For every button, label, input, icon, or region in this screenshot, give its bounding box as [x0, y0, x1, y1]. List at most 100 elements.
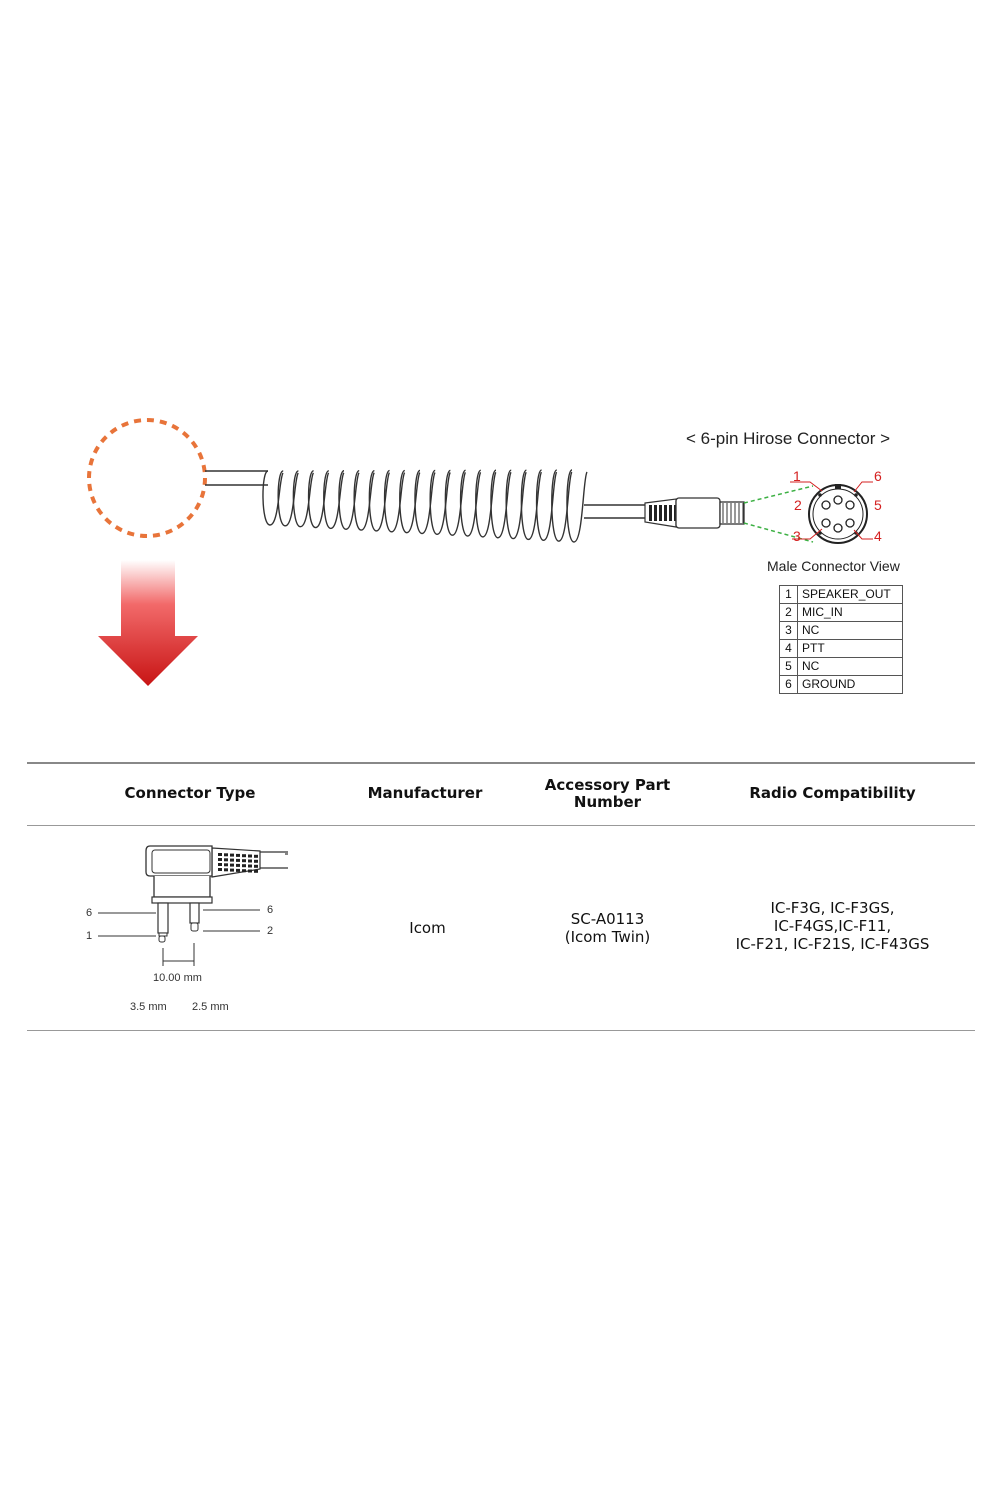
coil-loop [262, 470, 284, 526]
grip-dot [242, 854, 246, 858]
grip-dot [224, 853, 228, 857]
icom-twin-plug-drawing: 6 1 6 2 10.00 mm 3.5 mm 2.5 mm [86, 845, 288, 1013]
grip-dot [236, 858, 240, 862]
radio-line: IC-F21, IC-F21S, IC-F43GS [735, 935, 930, 953]
pinout-signal: NC [797, 621, 903, 640]
pin-label-1: 1 [793, 468, 801, 484]
header-connector-type: Connector Type [124, 784, 256, 802]
grip-dot [248, 854, 252, 858]
pinout-signal: SPEAKER_OUT [797, 585, 903, 604]
grip-dot [248, 869, 252, 873]
coiled-cable [262, 469, 588, 543]
grip-dot [224, 863, 228, 867]
coil-loop [277, 470, 299, 527]
highlight-circle-icon [87, 418, 207, 538]
coil-loop [490, 469, 512, 539]
pinout-pin: 3 [779, 621, 798, 640]
header-manufacturer: Manufacturer [367, 784, 483, 802]
relief-rib [659, 505, 662, 521]
pin-label-3: 3 [793, 528, 801, 544]
strain-relief [644, 498, 677, 528]
grip-dot [230, 858, 234, 862]
grip-dot [236, 853, 240, 857]
pinout-pin: 2 [779, 603, 798, 622]
grip-dot [218, 858, 222, 861]
relief-rib [664, 505, 667, 521]
pin-label-4: 4 [874, 528, 882, 544]
grip-dot [218, 853, 222, 856]
coil-loop [566, 469, 588, 543]
table-top-rule [27, 762, 975, 764]
coil-loop [551, 469, 573, 542]
coil-loop [307, 470, 330, 529]
grip-dot [242, 859, 246, 863]
pin-label-6: 6 [874, 468, 882, 484]
cell-radio-compatibility: IC-F3G, IC-F3GS, IC-F4GS,IC-F11, IC-F21,… [700, 899, 965, 953]
relief-rib [649, 505, 652, 521]
pinout-signal: PTT [797, 639, 903, 658]
pin-leader-lines [790, 481, 873, 540]
plug-spacing-label: 10.00 mm [153, 972, 202, 984]
coil-loop [368, 469, 391, 532]
coil-loop [505, 469, 527, 540]
pinout-signal: GROUND [797, 675, 903, 694]
cell-part-number: SC-A0113 (Icom Twin) [520, 910, 695, 946]
grip-dot [230, 853, 234, 857]
coil-loop [323, 470, 345, 530]
guide-lines [743, 485, 814, 543]
coil-loop [383, 469, 406, 533]
plug-diameter-small: 2.5 mm [192, 1001, 229, 1013]
grip-dot [224, 858, 228, 862]
table-header-rule [27, 825, 975, 826]
grip-dot [248, 864, 252, 868]
grip-dot [236, 868, 240, 872]
plug-pin-6-right: 6 [267, 904, 273, 916]
coil-loop [353, 470, 375, 531]
pinout-pin: 4 [779, 639, 798, 658]
plug-pin-6-left: 6 [86, 907, 92, 919]
grip-dot [254, 854, 258, 858]
male-connector-face-icon [808, 484, 868, 544]
plug-pin-2-right: 2 [267, 925, 273, 937]
grip-dot [236, 863, 240, 867]
part-number-note: (Icom Twin) [564, 928, 651, 946]
header-radio-compatibility: Radio Compatibility [749, 784, 916, 802]
grip-dot [254, 859, 258, 863]
grip-dot [242, 869, 246, 873]
pinout-pin: 5 [779, 657, 798, 676]
male-connector-view-label: Male Connector View [767, 558, 900, 574]
pinout-signal: MIC_IN [797, 603, 903, 622]
pinout-signal: NC [797, 657, 903, 676]
coil-loop [414, 469, 436, 535]
plug-diameter-large: 3.5 mm [130, 1001, 167, 1013]
down-arrow-icon [98, 560, 198, 686]
grip-dot [248, 859, 252, 863]
grip-dot [218, 863, 222, 866]
grip-dot [218, 868, 222, 871]
grip-dot [254, 869, 258, 873]
grip-dot [230, 863, 234, 867]
cell-manufacturer: Icom [409, 919, 446, 937]
coil-loop [535, 469, 558, 542]
coil-loop [292, 470, 315, 528]
table-bottom-rule [27, 1030, 975, 1031]
coiled-cable-diagram: 1 6 2 5 3 4 [87, 418, 882, 686]
coil-loop [459, 469, 482, 537]
grip-dot [254, 864, 258, 868]
part-number: SC-A0113 [570, 910, 645, 928]
coil-loop [520, 469, 543, 541]
hirose-connector-body [675, 497, 745, 529]
plug-pin-1-left: 1 [86, 930, 92, 942]
radio-line: IC-F4GS,IC-F11, [773, 917, 892, 935]
coil-loop [399, 469, 421, 534]
header-part-number: Accessory Part Number [544, 776, 671, 811]
grip-dot [242, 864, 246, 868]
coil-loop [338, 470, 360, 530]
pin-label-2: 2 [794, 497, 802, 513]
